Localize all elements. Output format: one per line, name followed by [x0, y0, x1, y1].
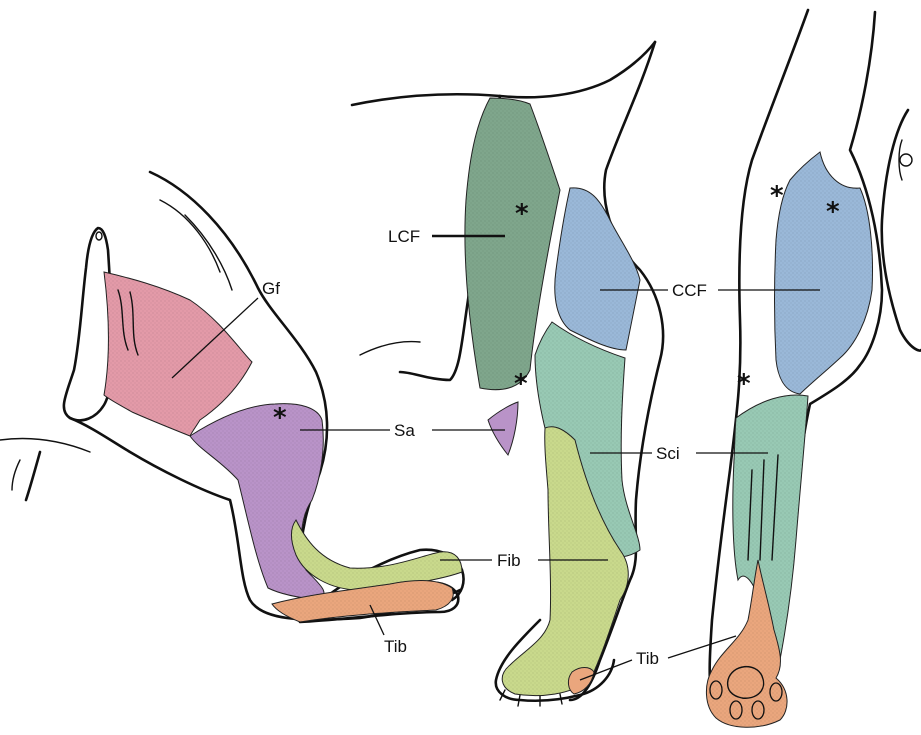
label-fib: Fib [497, 551, 521, 570]
tail-base-outline [882, 110, 921, 351]
label-lcf: LCF [388, 227, 420, 246]
label-tib-medial: Tib [384, 637, 407, 656]
label-gf: Gf [262, 279, 280, 298]
asterisk-marker: * [770, 181, 784, 211]
asterisk-marker: * [273, 403, 287, 433]
label-ccf: CCF [672, 281, 707, 300]
region-saphenous-lateral [488, 402, 518, 455]
label-sci: Sci [656, 444, 680, 463]
asterisk-marker: * [826, 197, 840, 227]
asterisk-marker: * [515, 199, 529, 229]
region-genitofemoral-stipple [104, 272, 252, 436]
label-tib-caudal: Tib [636, 649, 659, 668]
asterisk-marker: * [514, 369, 528, 399]
back-outline [352, 42, 655, 105]
label-sa: Sa [394, 421, 415, 440]
asterisk-marker: * [737, 369, 751, 399]
